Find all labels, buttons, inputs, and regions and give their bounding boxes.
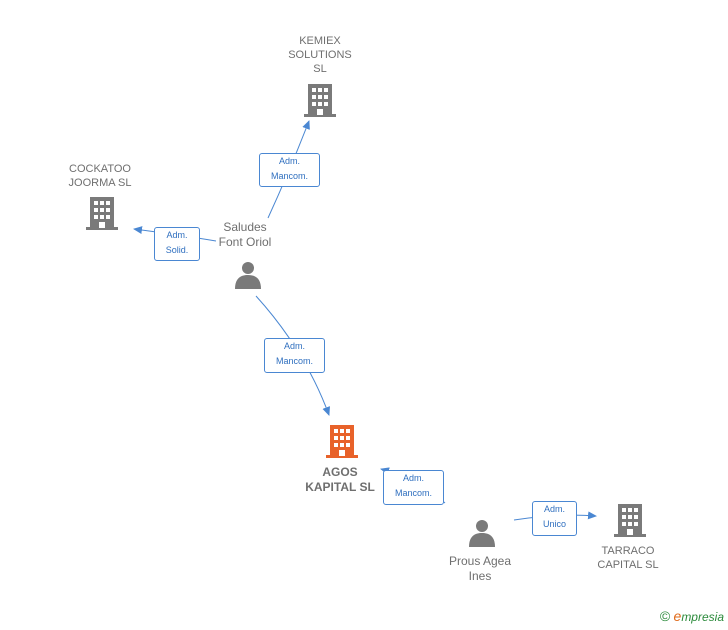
role-box-saludes-agos: Adm. Mancom. bbox=[264, 338, 325, 373]
kemiex-building-icon[interactable] bbox=[304, 84, 336, 117]
agos-building-icon[interactable] bbox=[326, 425, 358, 458]
saludes-person-icon[interactable] bbox=[235, 262, 261, 289]
role-box-prous-agos: Adm. Mancom. bbox=[383, 470, 444, 505]
role-box-saludes-cockatoo: Adm. Solid. bbox=[154, 227, 200, 261]
cockatoo-label[interactable]: COCKATOO JOORMA SL bbox=[68, 163, 132, 189]
saludes-label[interactable]: Saludes Font Oriol bbox=[218, 220, 272, 249]
brand-e: e bbox=[673, 608, 682, 624]
brand-rest: mpresia bbox=[681, 610, 724, 624]
agos-label[interactable]: AGOS KAPITAL SL bbox=[305, 465, 375, 494]
empresia-logo[interactable]: © empresia bbox=[660, 608, 724, 624]
tarraco-building-icon[interactable] bbox=[614, 504, 646, 537]
prous-label[interactable]: Prous Agea Ines bbox=[448, 554, 512, 583]
kemiex-label[interactable]: KEMIEX SOLUTIONS SL bbox=[288, 35, 352, 75]
role-box-prous-tarraco: Adm. Unico bbox=[532, 501, 577, 536]
cockatoo-building-icon[interactable] bbox=[86, 197, 118, 230]
prous-person-icon[interactable] bbox=[469, 520, 495, 547]
tarraco-label[interactable]: TARRACO CAPITAL SL bbox=[597, 545, 659, 571]
copyright-symbol: © bbox=[659, 608, 671, 624]
role-box-saludes-kemiex: Adm. Mancom. bbox=[259, 153, 320, 187]
